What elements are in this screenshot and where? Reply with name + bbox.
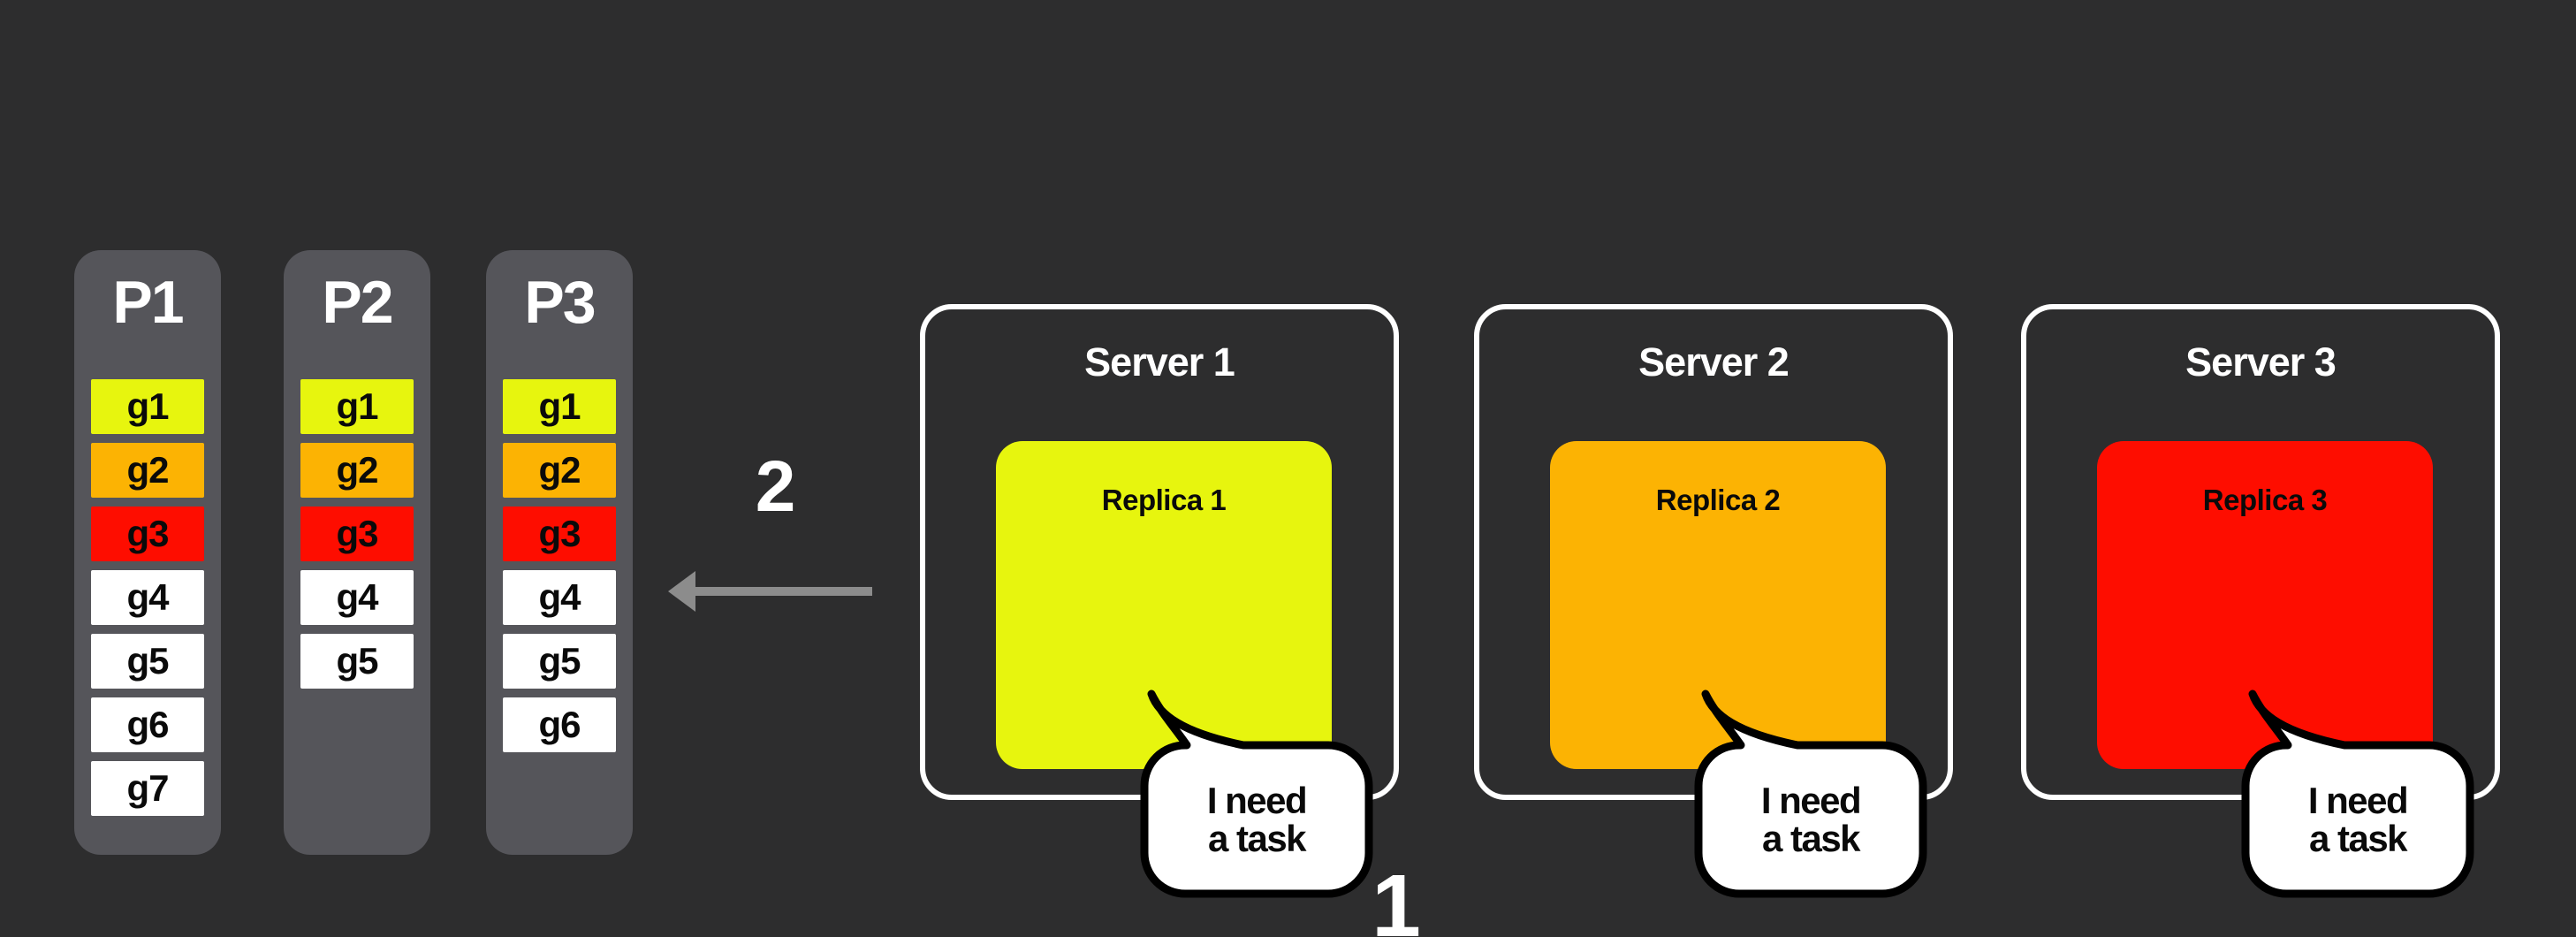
- task-cell: g2: [300, 443, 414, 498]
- task-cell: g3: [91, 507, 204, 561]
- bubble-line-1: I need: [1206, 779, 1308, 821]
- partition-column: P3 g1 g2 g3 g4 g5 g6: [486, 250, 633, 855]
- partition-task-list: g1 g2 g3 g4 g5 g6: [486, 379, 633, 752]
- bubble-line-2: a task: [1207, 818, 1307, 859]
- task-cell: g3: [300, 507, 414, 561]
- partition-title: P2: [322, 269, 393, 336]
- task-cell: g1: [300, 379, 414, 434]
- speech-bubble-text: I need a task: [2245, 745, 2470, 894]
- server-title: Server 2: [1638, 339, 1790, 385]
- speech-bubble: I need a task: [1686, 667, 1935, 908]
- partition-title: P1: [112, 269, 184, 336]
- step-1-label: 1: [1372, 857, 1421, 937]
- task-cell: g1: [91, 379, 204, 434]
- left-arrow-icon: [668, 571, 872, 612]
- task-cell: g2: [91, 443, 204, 498]
- partition-task-list: g1 g2 g3 g4 g5: [284, 379, 430, 689]
- replica-label: Replica 2: [1655, 484, 1781, 516]
- speech-bubble-shape: [2241, 689, 2474, 898]
- task-cell: g6: [503, 697, 616, 752]
- task-cell: g2: [503, 443, 616, 498]
- bubble-line-1: I need: [1760, 779, 1862, 821]
- partition-column: P1 g1 g2 g3 g4 g5 g6 g7: [74, 250, 221, 855]
- speech-bubble-shape: [1694, 689, 1927, 898]
- bubble-line-2: a task: [2308, 818, 2408, 859]
- task-cell: g5: [91, 634, 204, 689]
- speech-bubble-text: I need a task: [1698, 745, 1923, 894]
- task-cell: g7: [91, 761, 204, 816]
- task-cell: g4: [503, 570, 616, 625]
- speech-bubble-shape: [1140, 689, 1373, 898]
- task-cell: g4: [91, 570, 204, 625]
- task-cell: g5: [503, 634, 616, 689]
- task-cell: g5: [300, 634, 414, 689]
- bubble-line-2: a task: [1761, 818, 1861, 859]
- partition-task-list: g1 g2 g3 g4 g5 g6 g7: [74, 379, 221, 816]
- server-group: Server 3 Replica 3 I need a task: [2021, 304, 2516, 937]
- server-group: Server 2 Replica 2 I need a task: [1474, 304, 1969, 937]
- speech-bubble: I need a task: [2233, 667, 2482, 908]
- bubble-line-1: I need: [2307, 779, 2409, 821]
- task-cell: g6: [91, 697, 204, 752]
- partition-column: P2 g1 g2 g3 g4 g5: [284, 250, 430, 855]
- replica-label: Replica 3: [2202, 484, 2328, 516]
- server-title: Server 1: [1084, 339, 1235, 385]
- partition-title: P3: [524, 269, 596, 336]
- replica-label: Replica 1: [1101, 484, 1227, 516]
- server-title: Server 3: [2185, 339, 2337, 385]
- task-cell: g1: [503, 379, 616, 434]
- task-cell: g3: [503, 507, 616, 561]
- step-2-label: 2: [755, 446, 796, 527]
- speech-bubble: I need a task: [1132, 667, 1381, 908]
- server-group: Server 1 Replica 1 I need a task: [920, 304, 1415, 937]
- transfer-arrow-group: 2: [654, 433, 884, 612]
- task-cell: g4: [300, 570, 414, 625]
- speech-bubble-text: I need a task: [1144, 745, 1369, 894]
